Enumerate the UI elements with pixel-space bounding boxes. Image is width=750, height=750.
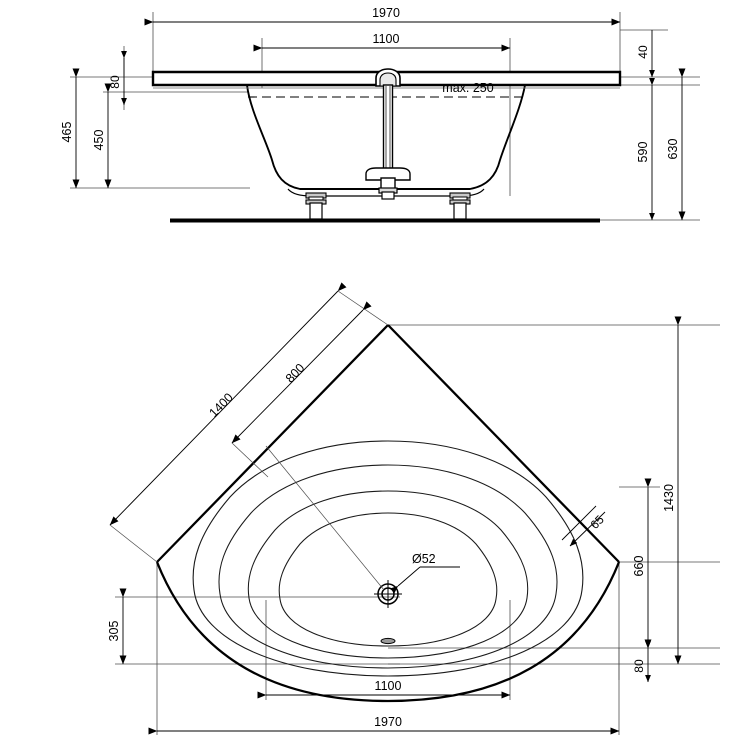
dimension-1430-plan-label: 1430: [662, 484, 676, 512]
dimension-590-elevation-label: 590: [636, 142, 650, 163]
dimension-80-plan: 80: [632, 640, 651, 683]
dimension-1100-elevation-label: 1100: [373, 32, 400, 46]
dimension-630-elevation: 630: [666, 68, 686, 221]
dimension-450-elevation: 450: [92, 83, 112, 189]
bath-bowl-contours: [218, 464, 558, 669]
dimension-80-elevation-label: 80: [108, 75, 122, 89]
dimension-450-elevation-label: 450: [92, 130, 106, 151]
overflow-waste-assembly: [365, 68, 411, 200]
dimension-1100-plan: 1100: [257, 679, 511, 699]
dimension-305-plan-label: 305: [107, 621, 121, 642]
support-leg-right: [449, 192, 471, 220]
dimension-80-plan-label: 80: [632, 659, 646, 673]
dimension-80-elevation: 80: [108, 50, 127, 106]
dimension-1400-plan: 1400: [109, 282, 389, 563]
dimension-465-elevation: 465: [60, 68, 80, 189]
plan-center-construction-line: [265, 445, 385, 591]
dimension-1430-plan: 1430: [662, 316, 682, 665]
front-elevation-view: max. 250: [60, 6, 700, 223]
dimension-1400-plan-label: 1400: [206, 390, 235, 420]
overflow-slot-mark: [380, 637, 396, 645]
plan-witness-lines: [115, 324, 720, 735]
dimension-660-plan: 660: [619, 478, 660, 649]
bath-rim-inner-contour: [192, 440, 584, 677]
dimension-1970-elevation: 1970: [144, 6, 621, 26]
dimension-1100-elevation: 1100: [253, 32, 511, 52]
support-leg-left: [305, 192, 327, 220]
max-waterline-label: max. 250: [442, 81, 493, 95]
dimension-800-plan-label: 800: [283, 361, 308, 386]
dimension-1970-plan: 1970: [148, 715, 620, 735]
dimension-65-plan-label: 65: [587, 512, 607, 532]
drain-diameter-label: Ø52: [412, 552, 436, 566]
dimension-660-plan-label: 660: [632, 556, 646, 577]
dimension-40-elevation-label: 40: [636, 45, 650, 59]
dimension-1100-plan-label: 1100: [375, 679, 402, 693]
drain-symbol: [374, 580, 402, 608]
dimension-800-plan: 800: [231, 301, 372, 478]
dimension-465-elevation-label: 465: [60, 122, 74, 143]
dimension-1970-plan-label: 1970: [374, 715, 402, 729]
dimension-305-plan: 305: [107, 588, 127, 665]
top-plan-view: Ø52 1400 800 65 1430: [107, 282, 720, 735]
dimension-40-elevation: 40: [636, 30, 655, 78]
dimension-590-elevation: 590: [636, 77, 655, 221]
dimension-1970-elevation-label: 1970: [372, 6, 400, 20]
dimension-630-elevation-label: 630: [666, 139, 680, 160]
drain-leader: Ø52: [390, 552, 460, 593]
